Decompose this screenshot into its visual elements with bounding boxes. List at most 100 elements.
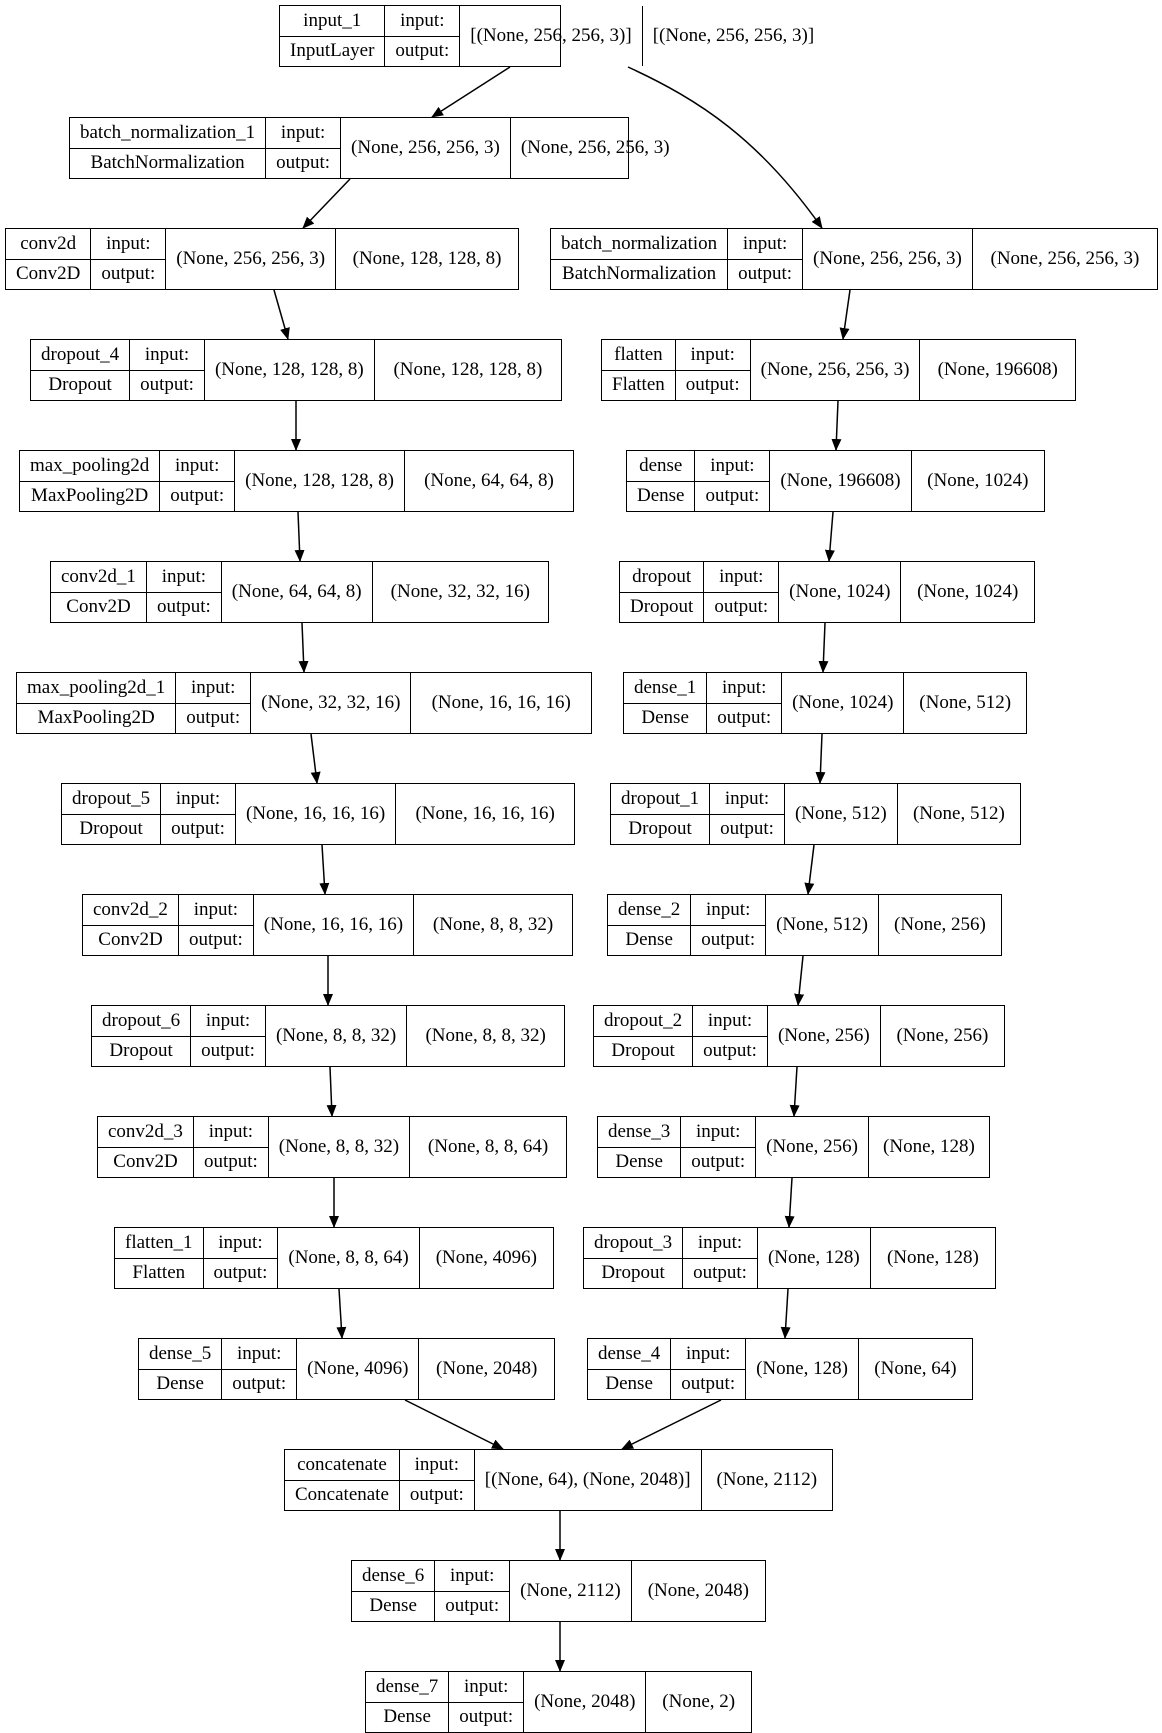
layer-name: conv2d_3 <box>98 1117 193 1148</box>
output-shape: [(None, 256, 256, 3)] <box>652 25 815 46</box>
layer-name: dropout_4 <box>31 340 130 371</box>
output-label: output: <box>445 1595 500 1617</box>
input-label: input: <box>146 562 221 593</box>
input-shape: (None, 128) <box>746 1339 859 1399</box>
edge-dropout_2-to-dense_3 <box>789 1066 800 1117</box>
layer-name: dropout <box>620 562 704 593</box>
output-label: output: <box>703 1040 757 1062</box>
input-shape: (None, 256, 256, 3) <box>166 229 337 289</box>
input-shape: (None, 128, 128, 8) <box>235 451 405 511</box>
output-shape: (None, 16, 16, 16) <box>415 803 555 824</box>
layer-name: dropout_2 <box>594 1006 693 1037</box>
output-shape: (None, 1024) <box>927 470 1029 491</box>
io-label-column: input:output: <box>449 1672 525 1732</box>
output-shape: (None, 4096) <box>435 1247 537 1268</box>
input-shape: (None, 512) <box>766 895 879 955</box>
edge-max_pooling2d-to-conv2d_1 <box>294 511 305 562</box>
output-label: output: <box>691 1151 746 1173</box>
edge-dropout_1-to-dense_2 <box>804 844 815 895</box>
layer-type: BatchNormalization <box>562 263 717 285</box>
output-label: output: <box>101 263 156 285</box>
io-label-column: input:output: <box>681 1117 757 1177</box>
output-label: output: <box>170 485 225 507</box>
input-label: input: <box>683 1228 757 1259</box>
output-shape: (None, 8, 8, 64) <box>427 1136 549 1157</box>
output-shape: (None, 128, 128, 8) <box>393 359 543 380</box>
layer-type: Dense <box>641 707 689 729</box>
output-label: output: <box>720 818 774 840</box>
output-label: output: <box>188 929 243 951</box>
input-shape: (None, 8, 8, 32) <box>266 1006 408 1066</box>
layer-name: dense <box>627 451 695 482</box>
input-label: input: <box>710 784 784 815</box>
layer-type: Concatenate <box>295 1484 389 1506</box>
output-label: output: <box>171 818 225 840</box>
io-label-column: input:output: <box>704 562 780 622</box>
output-shape: (None, 256, 256, 3) <box>520 137 670 158</box>
output-shape: (None, 128) <box>883 1136 975 1157</box>
input-shape: (None, 2048) <box>524 1672 647 1732</box>
layer-type: Conv2D <box>98 929 163 951</box>
layer-type: Dropout <box>79 818 143 840</box>
input-shape: (None, 128) <box>758 1228 871 1288</box>
input-label: input: <box>707 673 782 704</box>
output-label: output: <box>409 1484 464 1506</box>
layer-name: dropout_5 <box>62 784 161 815</box>
output-label: output: <box>201 1040 255 1062</box>
output-label: output: <box>701 929 756 951</box>
edge-dropout_6-to-conv2d_3 <box>326 1066 337 1117</box>
output-shape: (None, 2) <box>662 1691 736 1712</box>
output-shape: (None, 16, 16, 16) <box>431 692 571 713</box>
layer-type: Dropout <box>630 596 694 618</box>
input-label: input: <box>675 340 750 371</box>
output-shape: (None, 256) <box>896 1025 989 1046</box>
output-shape: (None, 8, 8, 32) <box>425 1025 546 1046</box>
input-label: input: <box>691 895 766 926</box>
edge-max_pooling2d_1-to-dropout_5 <box>310 733 321 784</box>
output-shape: (None, 256) <box>894 914 986 935</box>
layer-name: input_1 <box>280 6 385 37</box>
edge-dropout_3-to-dense_4 <box>780 1288 791 1339</box>
output-shape: (None, 128, 128, 8) <box>352 248 502 269</box>
output-shape: (None, 32, 32, 16) <box>390 581 530 602</box>
layer-name: batch_normalization_1 <box>70 118 266 149</box>
output-label: output: <box>459 1706 514 1728</box>
io-label-column: input:output: <box>191 1006 266 1066</box>
layer-name: dense_5 <box>139 1339 222 1370</box>
io-label-column: input: output: <box>710 784 785 844</box>
output-label: output: <box>705 485 760 507</box>
input-shape: (None, 1024) <box>782 673 905 733</box>
input-label: input: <box>693 1006 767 1037</box>
input-shape: (None, 8, 8, 64) <box>278 1228 420 1288</box>
layer-type: Dense <box>383 1706 431 1728</box>
output-shape: (None, 2048) <box>436 1358 538 1379</box>
output-shape: (None, 8, 8, 32) <box>432 914 554 935</box>
output-label: output: <box>395 40 450 62</box>
layer-type: Conv2D <box>66 596 131 618</box>
io-label-column: input:output: <box>707 673 783 733</box>
io-label-column: input:output: <box>675 340 751 400</box>
layer-name: flatten <box>602 340 675 371</box>
output-shape: (None, 2112) <box>716 1469 818 1490</box>
input-shape: (None, 4096) <box>297 1339 420 1399</box>
layer-type: Conv2D <box>16 263 81 285</box>
layer-name: conv2d <box>6 229 91 260</box>
